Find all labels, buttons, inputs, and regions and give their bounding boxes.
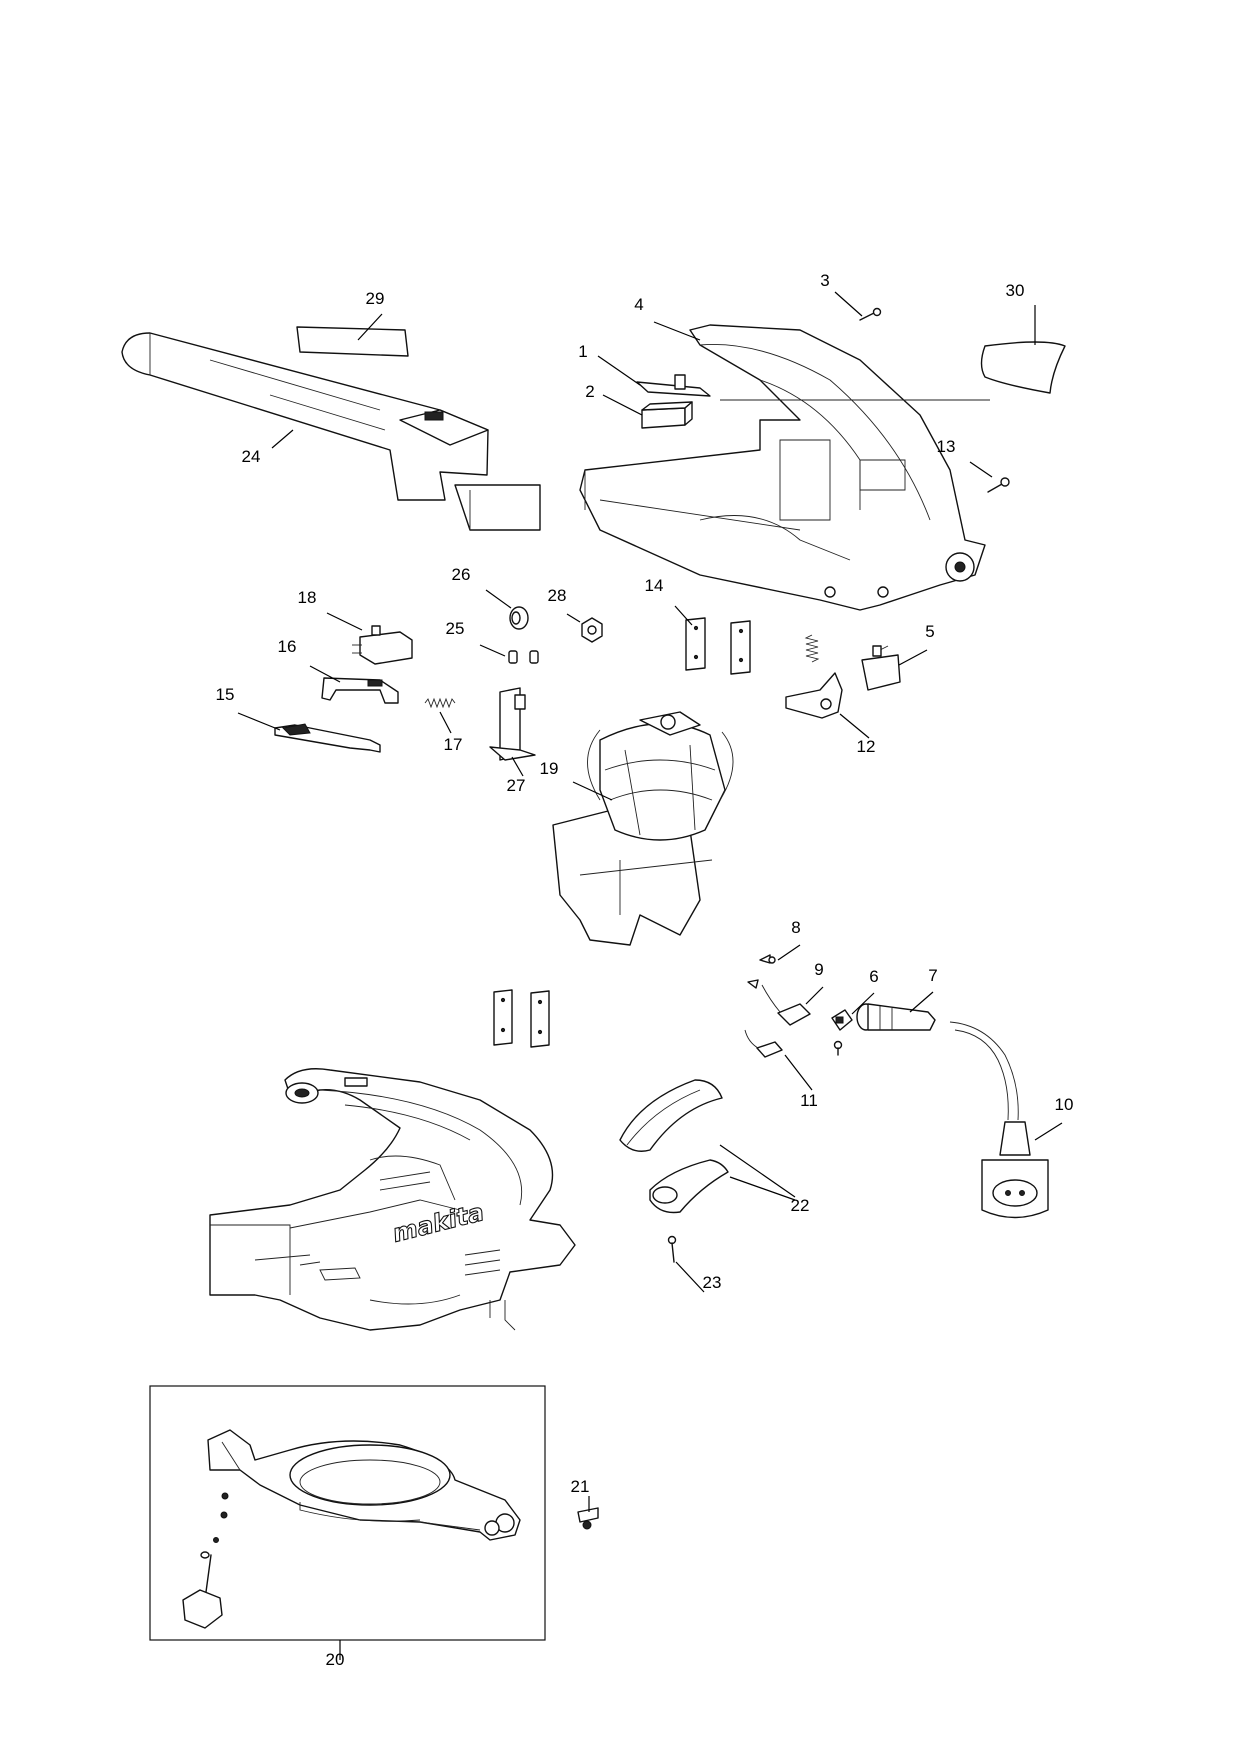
callout-27: 27: [507, 776, 526, 795]
callout-21: 21: [571, 1477, 590, 1496]
part-28-nut: [581, 617, 603, 643]
callout-6: 6: [869, 967, 878, 986]
part-14-brush-holders: [685, 617, 751, 675]
part-20-inset-box: [149, 1385, 546, 1641]
part-25-contacts: [508, 650, 539, 664]
callout-17: 17: [444, 735, 463, 754]
callout-28: 28: [548, 586, 567, 605]
part-7-cord-guard: [856, 1003, 936, 1031]
part-10-power-cord: [949, 1021, 1049, 1219]
part-5-micro-switch: [861, 645, 901, 691]
callout-8: 8: [791, 918, 800, 937]
callout-30: 30: [1006, 281, 1025, 300]
callout-4: 4: [634, 295, 643, 314]
callout-19: 19: [540, 759, 559, 778]
callout-16: 16: [278, 637, 297, 656]
part-12-actuator: [785, 672, 843, 719]
assembled-blower-housing: makita: [209, 1068, 576, 1331]
part-1-switch-lever: [636, 374, 711, 397]
callout-13: 13: [937, 437, 956, 456]
callout-12: 12: [857, 737, 876, 756]
part-9-capacitor: [747, 979, 811, 1026]
part-17-spring: [424, 697, 456, 709]
callout-3: 3: [820, 271, 829, 290]
part-26-washer: [509, 606, 529, 630]
callout-10: 10: [1055, 1095, 1074, 1114]
part-15-lever: [274, 723, 381, 753]
callout-24: 24: [242, 447, 261, 466]
callout-18: 18: [298, 588, 317, 607]
part-29-label-strip: [296, 326, 409, 357]
part-19-motor-fan: [552, 711, 734, 946]
leader-lines: [237, 291, 1063, 1660]
part-11-capacitor: [744, 1029, 783, 1058]
callout-25: 25: [446, 619, 465, 638]
callout-9: 9: [814, 960, 823, 979]
part-14-brush-holders-lower: [493, 989, 550, 1048]
spring-upper: [804, 634, 820, 663]
part-18-micro-switch: [352, 625, 413, 665]
callout-15: 15: [216, 685, 235, 704]
part-23-screw: [667, 1235, 677, 1263]
callout-23: 23: [703, 1273, 722, 1292]
callout-22: 22: [791, 1196, 810, 1215]
callout-26: 26: [452, 565, 471, 584]
callout-7: 7: [928, 966, 937, 985]
part-27-bracket: [489, 687, 536, 761]
part-13-screw: [987, 477, 1010, 493]
part-16-switch-cover: [321, 677, 399, 704]
part-21-clip: [577, 1507, 599, 1530]
part-30-cover: [980, 341, 1066, 394]
callout-20: 20: [326, 1650, 345, 1669]
part-8-terminal: [759, 954, 776, 964]
part-6-cord-clamp: [831, 1009, 853, 1056]
part-2-switch-block: [641, 401, 693, 429]
part-3-screw: [859, 307, 882, 321]
callout-labels: 1 2 3 4 5 6 7 8 9 10 11 12 13 14 15 16 1…: [216, 271, 1074, 1669]
callout-29: 29: [366, 289, 385, 308]
callout-5: 5: [925, 622, 934, 641]
part-22-cord-holder: [619, 1079, 729, 1214]
callout-1: 1: [578, 342, 587, 361]
callout-14: 14: [645, 576, 664, 595]
part-24-nozzle-tube: [121, 332, 541, 531]
part-4-housing-half: [579, 324, 990, 611]
callout-2: 2: [585, 382, 594, 401]
callout-11: 11: [800, 1091, 818, 1110]
